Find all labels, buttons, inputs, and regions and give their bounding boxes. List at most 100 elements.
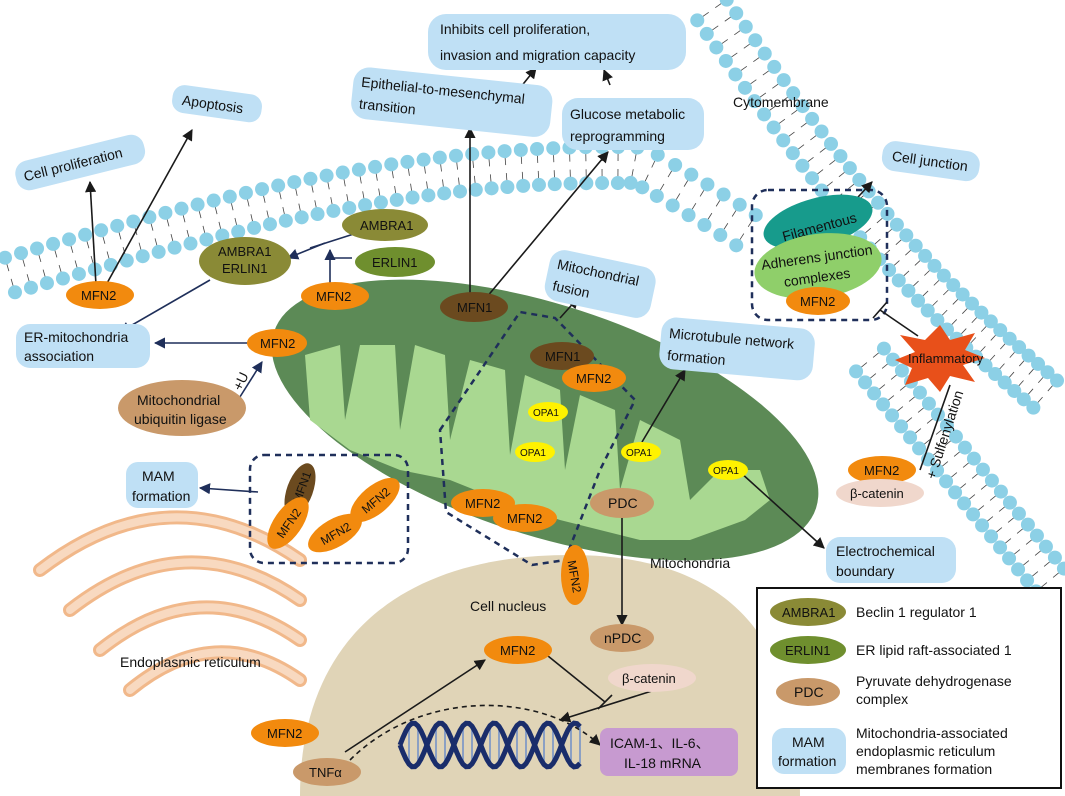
er-mito-line2: association [24, 348, 94, 364]
lipid-head [119, 253, 134, 268]
lipid-head [965, 296, 980, 311]
lipid-head [946, 278, 961, 293]
mfn2-fusion: MFN2 [576, 371, 611, 386]
lipid-head [988, 367, 1003, 382]
lipid-head [732, 197, 747, 212]
lipid-head [1007, 383, 1022, 398]
lipid-head [729, 238, 744, 253]
lipid-head [484, 181, 499, 196]
lipid-head [912, 385, 927, 400]
lipid-head [824, 136, 839, 151]
lipid-head [530, 141, 545, 156]
npdc-label: nPDC [604, 630, 641, 646]
glucose-line1: Glucose metabolic [570, 106, 685, 122]
lipid-head [699, 26, 714, 41]
lipid-head [842, 161, 857, 176]
opa1-a: OPA1 [533, 408, 559, 419]
lipid-head [948, 429, 963, 444]
lipid-head [231, 224, 246, 239]
lipid-head [23, 280, 38, 295]
beta-catenin-right: β-catenin [850, 486, 904, 501]
lipid-head [452, 184, 467, 199]
lipid-head [135, 249, 150, 264]
lipid-head [1016, 392, 1031, 407]
opa1-c: OPA1 [626, 448, 652, 459]
legend-desc-pdc-2: complex [856, 691, 908, 707]
lipid-head [46, 236, 61, 251]
junction-complex: Filamentous Adherens junction complexes [754, 194, 882, 299]
lipid-head [449, 148, 464, 163]
lipid-head [174, 201, 189, 216]
lipid-head [984, 529, 999, 544]
plus-u-label: +U [229, 370, 251, 393]
cell-proliferation-box [15, 134, 146, 191]
lipid-head [718, 53, 733, 68]
mito-fusion-box [544, 250, 656, 318]
lipid-head [747, 94, 762, 109]
dna-helix [397, 720, 582, 770]
lipid-head [416, 152, 431, 167]
beta-catenin-nucleus: β-catenin [622, 671, 676, 686]
lipid-head [500, 179, 515, 194]
dna-strand [397, 720, 582, 770]
lipid-head [635, 180, 650, 195]
lipid-head [975, 462, 990, 477]
lipid-head [927, 258, 942, 273]
lipid-head [805, 111, 820, 126]
lipid-head [737, 80, 752, 95]
lipid-head [728, 67, 743, 82]
mfn2-upper: MFN2 [316, 289, 351, 304]
lipid-head [690, 13, 705, 28]
mfn2-tnf: MFN2 [267, 726, 302, 741]
lipid-head [384, 157, 399, 172]
lipid-head [957, 496, 972, 511]
lipid-head [1020, 573, 1035, 588]
lipid-head [437, 186, 452, 201]
lipid-head [0, 250, 13, 265]
lipid-head [650, 147, 665, 162]
lipid-head [110, 218, 125, 233]
glucose-line2: reprogramming [570, 128, 665, 144]
lipid-head [889, 217, 904, 232]
lipid-head [39, 276, 54, 291]
lipid-head [14, 246, 29, 261]
lipid-head [975, 518, 990, 533]
legend-desc-mam-2: endoplasmic reticulum [856, 743, 995, 759]
lipid-head [547, 177, 562, 192]
cytomembrane-label: Cytomembrane [733, 94, 829, 110]
lipid-head [167, 240, 182, 255]
lipid-head [481, 145, 496, 160]
lipid-head [7, 285, 22, 300]
lipid-head [876, 397, 891, 412]
lipid-head [871, 195, 886, 210]
lipid-head [158, 205, 173, 220]
lipid-head [126, 214, 141, 229]
mfn2-fusion-lower-a: MFN2 [465, 496, 500, 511]
electro-line1: Electrochemical [836, 543, 935, 559]
proteins: MFN2 AMBRA1 ERLIN1 AMBRA1 ERLIN1 MFN2 MF… [66, 209, 924, 786]
er-mito-line1: ER-mitochondria [24, 329, 128, 345]
lipid-head [757, 46, 772, 61]
lipid-head [885, 352, 900, 367]
lipid-head [278, 213, 293, 228]
ambra1-label: AMBRA1 [360, 218, 413, 233]
lipid-head [563, 176, 578, 191]
lipid-head [957, 440, 972, 455]
lipid-head [190, 197, 205, 212]
lipid-head [766, 120, 781, 135]
legend-key-pdc: PDC [794, 684, 824, 700]
lipid-head [978, 358, 993, 373]
lipid-head [939, 474, 954, 489]
lipid-head [1002, 331, 1017, 346]
lipid-head [665, 198, 680, 213]
legend-desc-pdc-1: Pyruvate dehydrogenase [856, 673, 1012, 689]
lipid-head [993, 540, 1008, 555]
lipid-head [955, 287, 970, 302]
lipid-head [668, 157, 683, 172]
emt-line2: transition [358, 96, 416, 118]
mrna-line1: ICAM-1、IL-6、 [610, 735, 710, 751]
lipid-head [936, 268, 951, 283]
lipid-head [795, 158, 810, 173]
lipid-head [867, 386, 882, 401]
dashed-regions [248, 188, 889, 567]
